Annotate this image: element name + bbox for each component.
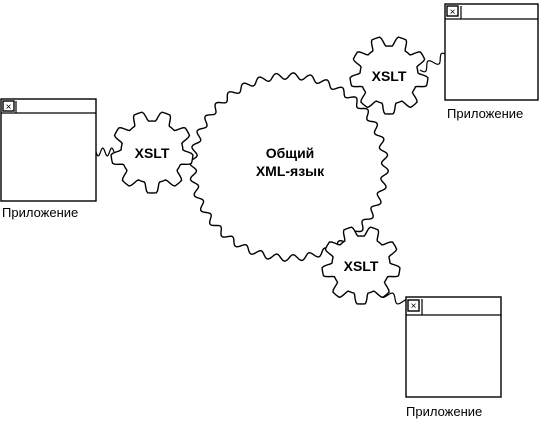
close-icon[interactable] xyxy=(2,100,15,112)
connector-1 xyxy=(419,52,448,73)
close-glyph: × xyxy=(411,301,417,312)
close-icon[interactable] xyxy=(407,299,420,312)
app-window-bottom-right: × xyxy=(405,296,502,398)
close-glyph: × xyxy=(450,7,456,18)
xslt-gear-top-right xyxy=(349,36,429,115)
xslt-gear-left xyxy=(110,111,194,194)
close-glyph: × xyxy=(6,102,12,113)
app-label-top-right: Приложение xyxy=(447,106,523,121)
xslt-gear-bottom xyxy=(321,226,401,305)
app-window-top-right: × xyxy=(444,3,539,101)
connector-0 xyxy=(95,147,115,157)
hub-label-line-1: Общий xyxy=(266,145,315,161)
app-label-left: Приложение xyxy=(2,205,78,220)
xslt-label-left: XSLT xyxy=(135,145,170,161)
hub-label-line-2: XML-язык xyxy=(256,163,325,179)
xslt-label-bottom: XSLT xyxy=(344,258,379,274)
xslt-label-top-right: XSLT xyxy=(372,68,407,84)
app-label-bottom-right: Приложение xyxy=(406,404,482,419)
close-icon[interactable] xyxy=(446,5,459,17)
app-window-left: × xyxy=(0,98,97,202)
